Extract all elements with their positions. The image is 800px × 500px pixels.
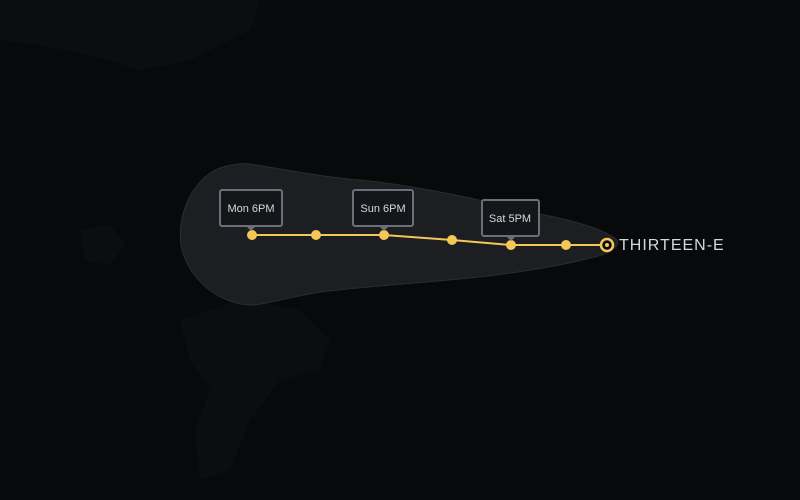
track-point[interactable] [247,230,257,240]
land-shape [80,225,125,265]
callout-pointer [506,236,516,241]
track-point[interactable] [561,240,571,250]
callout-sat[interactable]: Sat 5PM [481,199,540,241]
track-point[interactable] [379,230,389,240]
track-points [247,230,571,250]
land-shape [180,300,330,480]
callout-label: Mon 6PM [227,203,274,215]
forecast-cone [179,163,619,306]
callout-mon[interactable]: Mon 6PM [219,189,283,231]
track-point[interactable] [506,240,516,250]
land-outlines [0,0,330,480]
current-position-dot [605,243,609,247]
storm-name-label: THIRTEEN-E [619,237,725,254]
callout-pointer [246,226,256,231]
callout-pointer [379,226,389,231]
current-position-marker[interactable] [599,237,615,253]
track-point[interactable] [447,235,457,245]
land-shape [0,0,260,70]
callout-label: Sat 5PM [489,213,531,225]
callout-sun[interactable]: Sun 6PM [352,189,414,231]
track-point[interactable] [311,230,321,240]
callout-label: Sun 6PM [360,203,405,215]
